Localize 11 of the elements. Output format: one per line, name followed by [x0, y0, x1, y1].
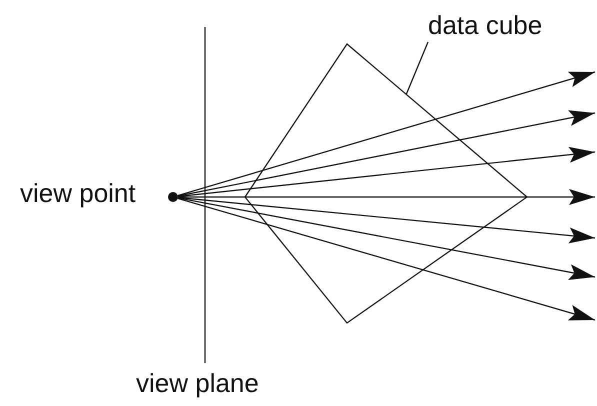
point-label: view point	[20, 178, 136, 208]
ray-arrow	[178, 196, 596, 244]
callout-label: data cube	[428, 10, 542, 40]
ray-arrow	[178, 110, 596, 197]
ray-arrow	[178, 198, 596, 321]
ray-arrow	[178, 189, 595, 205]
ray-arrow	[178, 146, 596, 198]
plane-label: view plane	[136, 368, 259, 398]
leader-line	[406, 42, 429, 95]
ray-arrow	[178, 71, 596, 196]
ray-arrow	[178, 197, 596, 280]
